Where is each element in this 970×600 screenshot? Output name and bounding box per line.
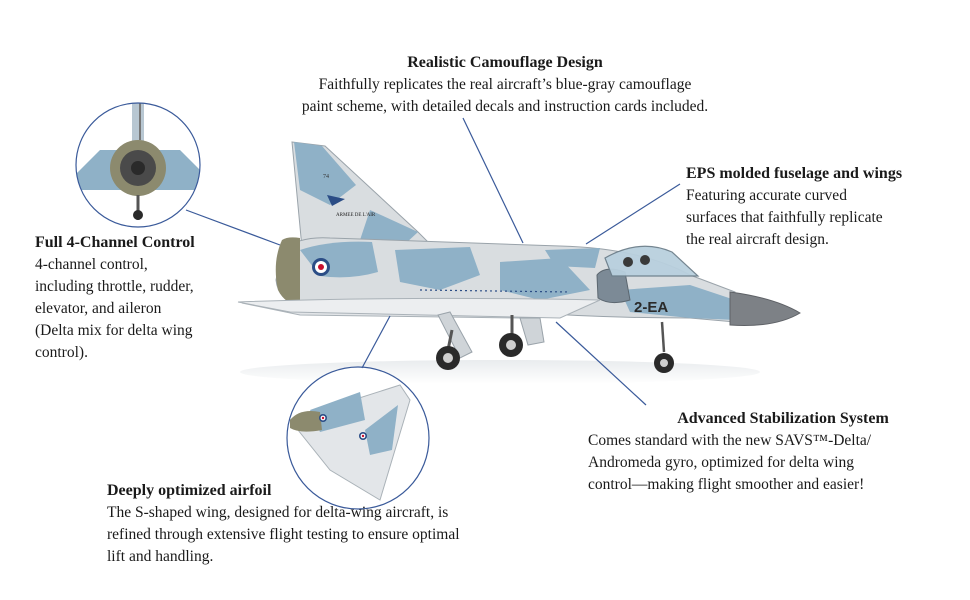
- callout-stabilization-line: Comes standard with the new SAVS™-Delta/: [588, 432, 872, 449]
- callout-airfoil-title: Deeply optimized airfoil: [107, 482, 272, 499]
- engine-detail-inset: [75, 102, 201, 228]
- callout-eps-line: surfaces that faithfully replicate: [686, 209, 883, 226]
- fin-tail-number: 74: [323, 174, 329, 180]
- callout-camouflage-line: Faithfully replicates the real aircraft’…: [318, 76, 692, 93]
- callout-airfoil-line: The S-shaped wing, designed for delta-wi…: [107, 504, 449, 521]
- callout-control-line: control).: [35, 344, 88, 361]
- callout-airfoil-line: refined through extensive flight testing…: [107, 526, 460, 543]
- callout-camouflage-title: Realistic Camouflage Design: [407, 54, 603, 71]
- callout-control-line: (Delta mix for delta wing: [35, 322, 193, 339]
- leader-airfoil: [361, 315, 391, 369]
- leader-control: [185, 209, 281, 246]
- wing-detail-inset: [286, 366, 430, 510]
- tail-code: 2-EA: [634, 299, 668, 316]
- callout-airfoil: Deeply optimized airfoil The S-shaped wi…: [107, 480, 547, 568]
- wing-near: [237, 297, 601, 319]
- leader-eps: [585, 183, 681, 245]
- callout-camouflage-line: paint scheme, with detailed decals and i…: [301, 98, 709, 115]
- landing-gear: [436, 311, 674, 373]
- callout-control-line: 4-channel control,: [35, 256, 148, 273]
- callout-stabilization-line: Andromeda gyro, optimized for delta wing: [588, 454, 855, 471]
- callout-control-line: elevator, and aileron: [35, 300, 162, 317]
- fin-text: ARMEE DE L'AIR: [336, 213, 376, 218]
- vertical-fin: 74 ARMEE DE L'AIR: [291, 141, 434, 249]
- callout-eps: EPS molded fuselage and wings Featuring …: [686, 163, 956, 251]
- callout-eps-title: EPS molded fuselage and wings: [686, 165, 903, 182]
- callout-eps-line: the real aircraft design.: [686, 231, 829, 248]
- cockpit-canopy: [604, 245, 700, 277]
- engine-nozzle: [275, 237, 300, 306]
- callout-control: Full 4-Channel Control 4-channel control…: [35, 232, 245, 364]
- leader-stabilization: [555, 321, 647, 406]
- callout-stabilization-title: Advanced Stabilization System: [677, 410, 889, 427]
- callout-stabilization: Advanced Stabilization System Comes stan…: [588, 408, 938, 496]
- leader-camouflage: [462, 117, 524, 244]
- callout-airfoil-line: lift and handling.: [107, 548, 214, 565]
- callout-camouflage: Realistic Camouflage Design Faithfully r…: [255, 52, 755, 118]
- callout-eps-line: Featuring accurate curved: [686, 187, 847, 204]
- air-intake: [596, 268, 631, 304]
- leader-lines: [185, 117, 681, 406]
- fin-emblem: [327, 195, 345, 206]
- nose-cone: [729, 291, 801, 326]
- callout-control-line: including throttle, rudder,: [35, 278, 194, 295]
- callout-control-title: Full 4-Channel Control: [35, 234, 195, 251]
- callout-stabilization-line: control—making flight smoother and easie…: [588, 476, 865, 493]
